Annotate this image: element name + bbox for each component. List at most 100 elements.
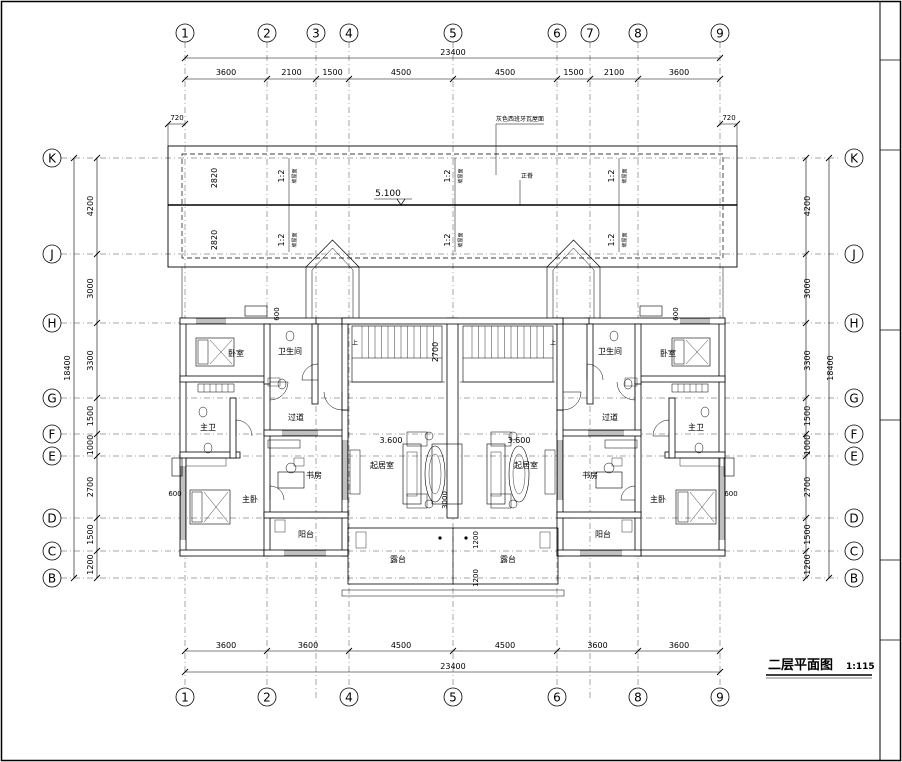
axis-bubble-left-F [42,424,62,444]
axis-label-right-E: E [850,450,858,464]
dim-600-left: 600 [168,490,181,498]
dim-600-right: 600 [724,490,737,498]
bed-fold [689,491,715,523]
room-corridor-left: 过道 [288,412,304,422]
axis-bubble-left-H [42,313,62,333]
dim-top-seg-0: 3600 [216,68,236,77]
dim-tick [181,668,189,676]
wall-masterbath-left-right [668,397,676,459]
wall-bath-right-right [634,323,642,385]
axis-label-right-C: C [850,545,858,559]
axis-bubble-left-J [42,244,62,264]
dim-tick [802,250,810,258]
axis-bubble-right-F [844,424,864,444]
basin-right [624,377,638,387]
axis-bubble-bottom-8 [628,687,648,707]
axis-label-top-9: 9 [716,27,724,41]
dim-bottom-seg-0: 3600 [216,641,236,650]
door-living-right [562,391,582,411]
tv-cabinet-left [349,449,361,495]
door-masterbath-left [235,419,253,437]
dim-1200-centre-low: 1200 [472,569,480,587]
roof-dim-2820-lower: 2820 [210,230,219,250]
stair-up-right: 上 [550,339,556,347]
axis-label-right-H: H [849,317,858,331]
dim-tick [802,547,810,555]
pillow-right-upper [673,339,685,365]
dim-tick [802,319,810,327]
dim-600-upper-left: 600 [273,307,281,320]
door-bath-left [301,363,319,381]
dim-row-seg-left-2: 3300 [86,350,95,370]
room-study-right: 书房 [582,470,598,480]
sanitary-5 [700,406,710,418]
chair-left [285,462,297,474]
dim-tick [93,154,101,162]
bed-fold [685,339,709,365]
dim-row-seg-right-0: 4200 [803,196,812,216]
dim-tick [263,75,271,83]
slope-label: 1:2 [277,234,286,247]
dim-tick [716,120,724,128]
dim-tick [553,75,561,83]
room-master-bedroom-right: 主卧 [650,494,666,504]
axis-label-bottom-4: 4 [345,691,353,705]
door-bedroom-left [269,381,289,401]
sanitary-7 [694,442,704,454]
dim-top-seg-2: 1500 [322,68,342,77]
wall-balcony-top-left [263,511,349,519]
wall-stair-top [341,317,564,325]
roof-gutter-dashed [181,153,724,259]
axis-bubble-left-D [42,508,62,528]
room-terrace-left: 露台 [390,554,406,564]
dim-tick [70,154,78,162]
wall-left-inner-v [263,379,271,557]
dim-top-seg-4: 4500 [495,68,515,77]
axis-bubble-left-G [42,388,62,408]
axis-label-top-5: 5 [449,27,457,41]
dim-3000-centre: 3000 [441,491,449,509]
room-master-bath-right: 主卫 [688,422,704,432]
door-masterbath-right [652,419,670,437]
slope-label: 1:2 [443,170,452,183]
dim-row-seg-left-3: 1500 [86,406,95,426]
shelf-left [267,439,301,449]
axis-bubble-right-C [844,541,864,561]
wall-right-inner-v [634,379,642,557]
dim-600-upper-right: 600 [672,307,680,320]
vent-left [244,305,268,317]
pillow-left-upper [197,339,209,365]
desk-lamp-right [611,457,623,467]
dim-tick [586,75,594,83]
axis-label-bottom-1: 1 [181,691,189,705]
axis-bubble-right-B [844,568,864,588]
dim-tick [263,647,271,655]
slope-label: 1:2 [277,170,286,183]
dim-tick [70,574,78,582]
wall-stair-right [556,317,564,411]
axis-label-top-8: 8 [634,27,642,41]
room-balcony-left: 阳台 [298,529,314,539]
wall-bottom-right [634,549,726,557]
dim-tick [93,452,101,460]
dim-tick [802,430,810,438]
vanity-left [185,457,227,467]
wall-bedroom-bottom-right [636,375,726,383]
dim-tick [449,75,457,83]
dim-row-seg-left-5: 2700 [86,477,95,497]
dim-tick [181,647,189,655]
axis-bubble-3 [306,23,326,43]
slope-note: 坡屋面 [291,232,298,247]
axis-bubble-bottom-5 [443,687,463,707]
dim-top-seg-3: 4500 [391,68,411,77]
dim-tick [93,250,101,258]
axis-bubble-right-J [844,244,864,264]
dim-tick [802,514,810,522]
axis-bubble-4 [339,23,359,43]
chair-right [603,462,615,474]
dim-row-seg-right-7: 1200 [803,554,812,574]
slope-note: 坡屋面 [621,168,628,183]
dormer-inner-1 [552,247,595,271]
vent-right [639,305,663,317]
room-master-bedroom-left: 主卧 [242,494,258,504]
